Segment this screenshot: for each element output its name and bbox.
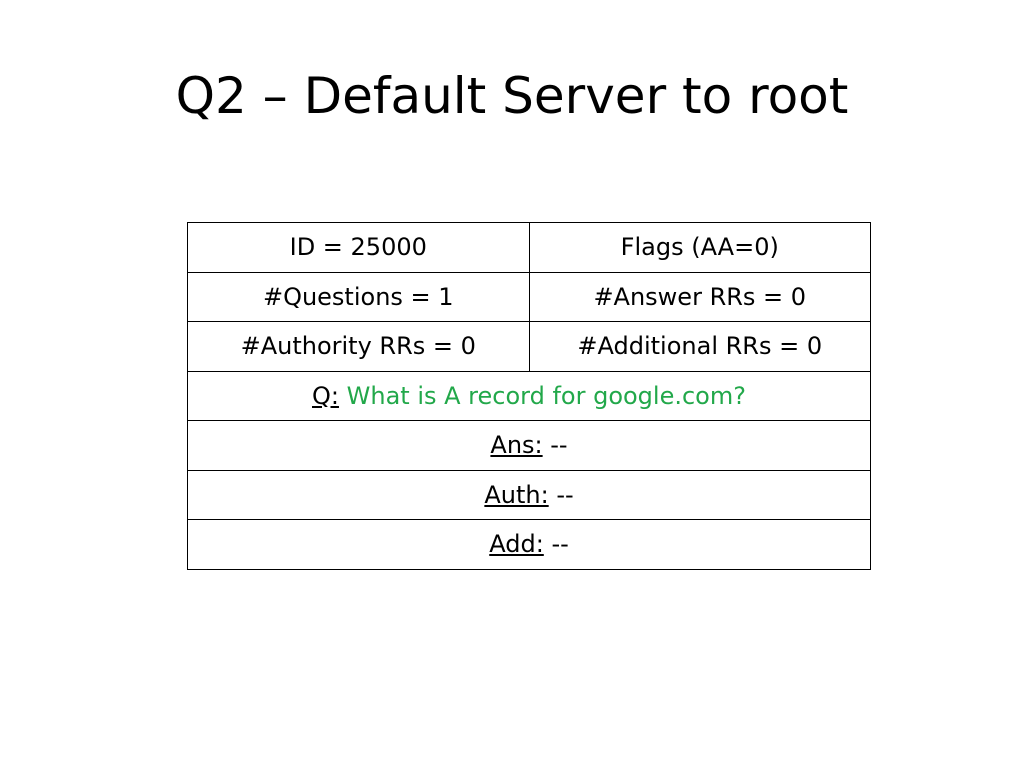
table-row: #Questions = 1 #Answer RRs = 0 [187, 271, 871, 322]
authority-value: -- [556, 480, 574, 509]
dns-message-table: ID = 25000 Flags (AA=0) #Questions = 1 #… [187, 222, 871, 570]
additional-label: Add: [489, 530, 544, 559]
question-text: What is A record for google.com? [346, 381, 746, 410]
answer-value: -- [550, 431, 568, 460]
table-row: Q: What is A record for google.com? [187, 370, 871, 421]
additional-section-cell: Add: -- [187, 519, 871, 570]
answer-section-cell: Ans: -- [187, 420, 871, 471]
table-row: Add: -- [187, 519, 871, 570]
id-cell: ID = 25000 [187, 222, 530, 273]
authority-rrs-cell: #Authority RRs = 0 [187, 321, 530, 372]
question-section-cell: Q: What is A record for google.com? [187, 370, 871, 421]
slide-title: Q2 – Default Server to root [175, 67, 849, 125]
flags-cell: Flags (AA=0) [528, 222, 871, 273]
authority-section-cell: Auth: -- [187, 469, 871, 520]
table-row: Ans: -- [187, 420, 871, 471]
additional-value: -- [551, 530, 569, 559]
answer-label: Ans: [490, 431, 543, 460]
questions-count-cell: #Questions = 1 [187, 271, 530, 322]
table-row: #Authority RRs = 0 #Additional RRs = 0 [187, 321, 871, 372]
question-label: Q: [312, 381, 339, 410]
table-row: Auth: -- [187, 469, 871, 520]
answer-rrs-cell: #Answer RRs = 0 [528, 271, 871, 322]
additional-rrs-cell: #Additional RRs = 0 [528, 321, 871, 372]
table-row: ID = 25000 Flags (AA=0) [187, 222, 871, 273]
authority-label: Auth: [484, 480, 549, 509]
